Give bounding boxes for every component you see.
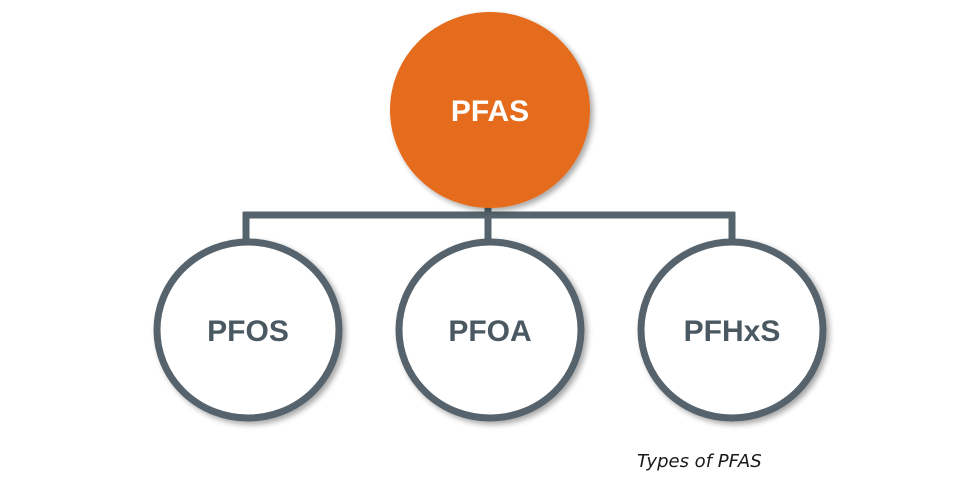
root-node-circle [390,12,590,208]
child-node-circle [153,238,343,422]
connector-lines [242,205,736,240]
child-node-label: PFHxS [684,315,781,348]
diagram-caption: Types of PFAS [637,451,762,472]
child-node-pfoa: PFOA [395,238,585,422]
child-node-label: PFOA [448,315,531,348]
child-node-circle [395,238,585,422]
root-node-pfas: PFAS [390,12,590,208]
child-node-pfos: PFOS [153,238,343,422]
child-node-circle [637,238,827,422]
child-node-pfhxs: PFHxS [637,238,827,422]
root-node-label: PFAS [451,95,529,128]
child-node-label: PFOS [207,315,289,348]
